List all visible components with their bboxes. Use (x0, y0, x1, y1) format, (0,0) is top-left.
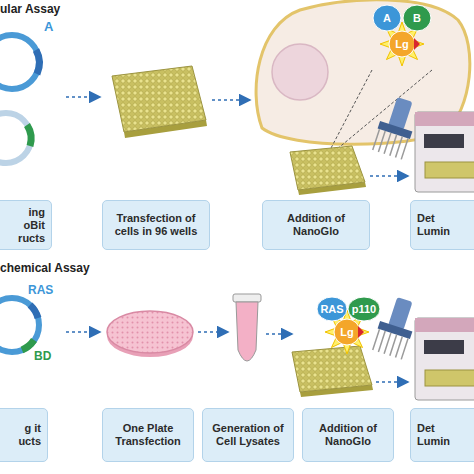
protein-name: RAS (320, 303, 343, 315)
plasmid-insert (27, 125, 31, 146)
step-box: Transfection of cells in 96 wells (102, 200, 210, 250)
step-box: Det Lumin (410, 408, 474, 462)
protein-circle: B (402, 4, 432, 32)
flow-arrow (66, 96, 100, 98)
protein-name: Lg (340, 326, 353, 338)
plasmid-insert (22, 340, 34, 350)
step-label: Generation of Cell Lysates (209, 422, 287, 448)
flow-arrow (198, 331, 228, 333)
plasmid-ring (0, 35, 39, 89)
step-box: One Plate Transfection (102, 408, 194, 462)
multichannel-pipette (371, 94, 421, 160)
plasmid-label: A (44, 20, 53, 33)
plasmid-label: BD (34, 350, 51, 362)
section-heading: chemical Assay (0, 262, 90, 274)
flow-arrow (66, 331, 100, 333)
protein-circle: p110 (347, 296, 381, 322)
step-label: Det Lumin (417, 212, 450, 238)
step-box: Addition of NanoGlo (262, 200, 370, 250)
lysate-tube (233, 294, 261, 361)
nucleus (272, 44, 328, 100)
step-label: ing oBit ructs (18, 206, 45, 245)
step-label: Addition of NanoGlo (309, 422, 387, 448)
plasmid-label: RAS (28, 284, 53, 296)
protein-circle: RAS (316, 296, 348, 322)
step-label: Det Lumin (417, 422, 450, 448)
plasmid-ring (0, 113, 31, 163)
plate-reader (415, 112, 474, 192)
petri-dish (107, 311, 193, 357)
step-label: One Plate Transfection (109, 422, 187, 448)
protein-circle: Lg (388, 30, 416, 58)
protein-circle: A (372, 4, 402, 32)
step-box: ing oBit ructs (0, 200, 52, 250)
section-heading: ular Assay (0, 3, 60, 15)
flow-arrow (370, 175, 408, 177)
flow-arrow (266, 333, 292, 335)
step-box: g it ucts (0, 408, 48, 462)
plasmid-insert (30, 305, 38, 318)
step-box: Det Lumin (410, 200, 474, 250)
step-box: Generation of Cell Lysates (202, 408, 294, 462)
flow-arrow (376, 381, 408, 383)
protein-outline (373, 5, 401, 31)
protein-outline (317, 297, 347, 321)
protein-outline (403, 5, 431, 31)
protein-name: B (413, 12, 421, 24)
plate-reader (415, 318, 474, 400)
well-plate (292, 346, 372, 392)
step-label: Transfection of cells in 96 wells (109, 212, 203, 238)
protein-outline (334, 319, 360, 345)
flow-arrow (212, 99, 250, 101)
step-label: Addition of NanoGlo (269, 212, 363, 238)
plasmid-insert (36, 50, 39, 74)
protein-name: p110 (352, 303, 376, 315)
protein-circle: Lg (333, 318, 361, 346)
protein-name: Lg (395, 38, 408, 50)
protein-outline (348, 297, 380, 321)
well-plate (112, 66, 206, 132)
well-plate (290, 146, 365, 190)
step-box: Addition of NanoGlo (302, 408, 394, 462)
protein-outline (389, 31, 415, 57)
step-label: g it ucts (18, 422, 41, 448)
plasmid-ring (0, 298, 39, 352)
protein-name: A (383, 12, 391, 24)
